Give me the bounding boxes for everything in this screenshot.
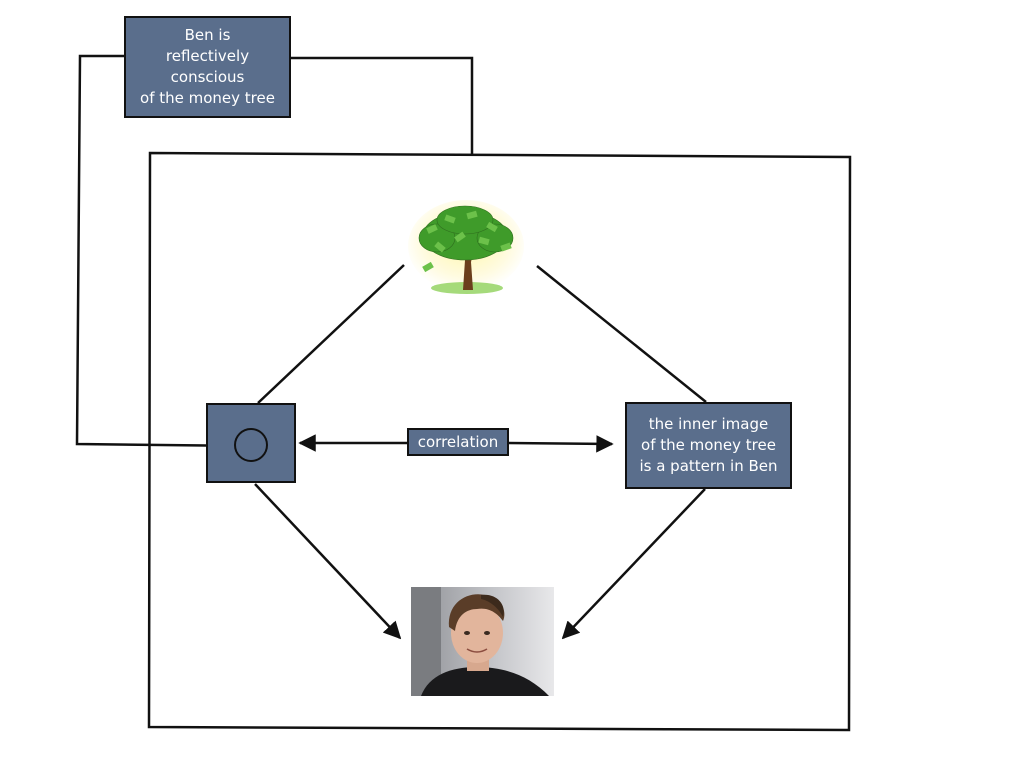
right-box-line-3: is a pattern in Ben xyxy=(639,457,778,475)
top-box-line-4: of the money tree xyxy=(140,89,275,107)
line-tree-to-right-box xyxy=(536,265,707,403)
top-box-line-3: conscious xyxy=(170,68,245,86)
line-tree-to-left-box xyxy=(257,264,405,404)
top-box-line-2: reflectively xyxy=(165,47,250,65)
left-box xyxy=(206,403,296,483)
right-box-line-2: of the money tree xyxy=(641,436,776,454)
correlation-label: correlation xyxy=(407,428,509,456)
top-box-connector-right xyxy=(290,56,474,155)
top-box: Ben is reflectively conscious of the mon… xyxy=(124,16,291,118)
consciousness-circle-icon xyxy=(234,428,268,462)
right-box-line-1: the inner image xyxy=(648,415,769,433)
top-box-connector-left xyxy=(75,54,254,455)
correlation-arrow-right xyxy=(507,435,614,453)
correlation-label-text: correlation xyxy=(417,432,499,451)
top-box-line-1: Ben is xyxy=(184,26,231,44)
outer-frame xyxy=(147,151,852,732)
arrow-left-box-to-photo xyxy=(254,483,402,640)
arrow-right-box-to-photo xyxy=(561,488,706,640)
right-box: the inner image of the money tree is a p… xyxy=(625,402,792,489)
money-tree-image xyxy=(408,200,524,294)
ben-photo-image xyxy=(411,587,554,696)
